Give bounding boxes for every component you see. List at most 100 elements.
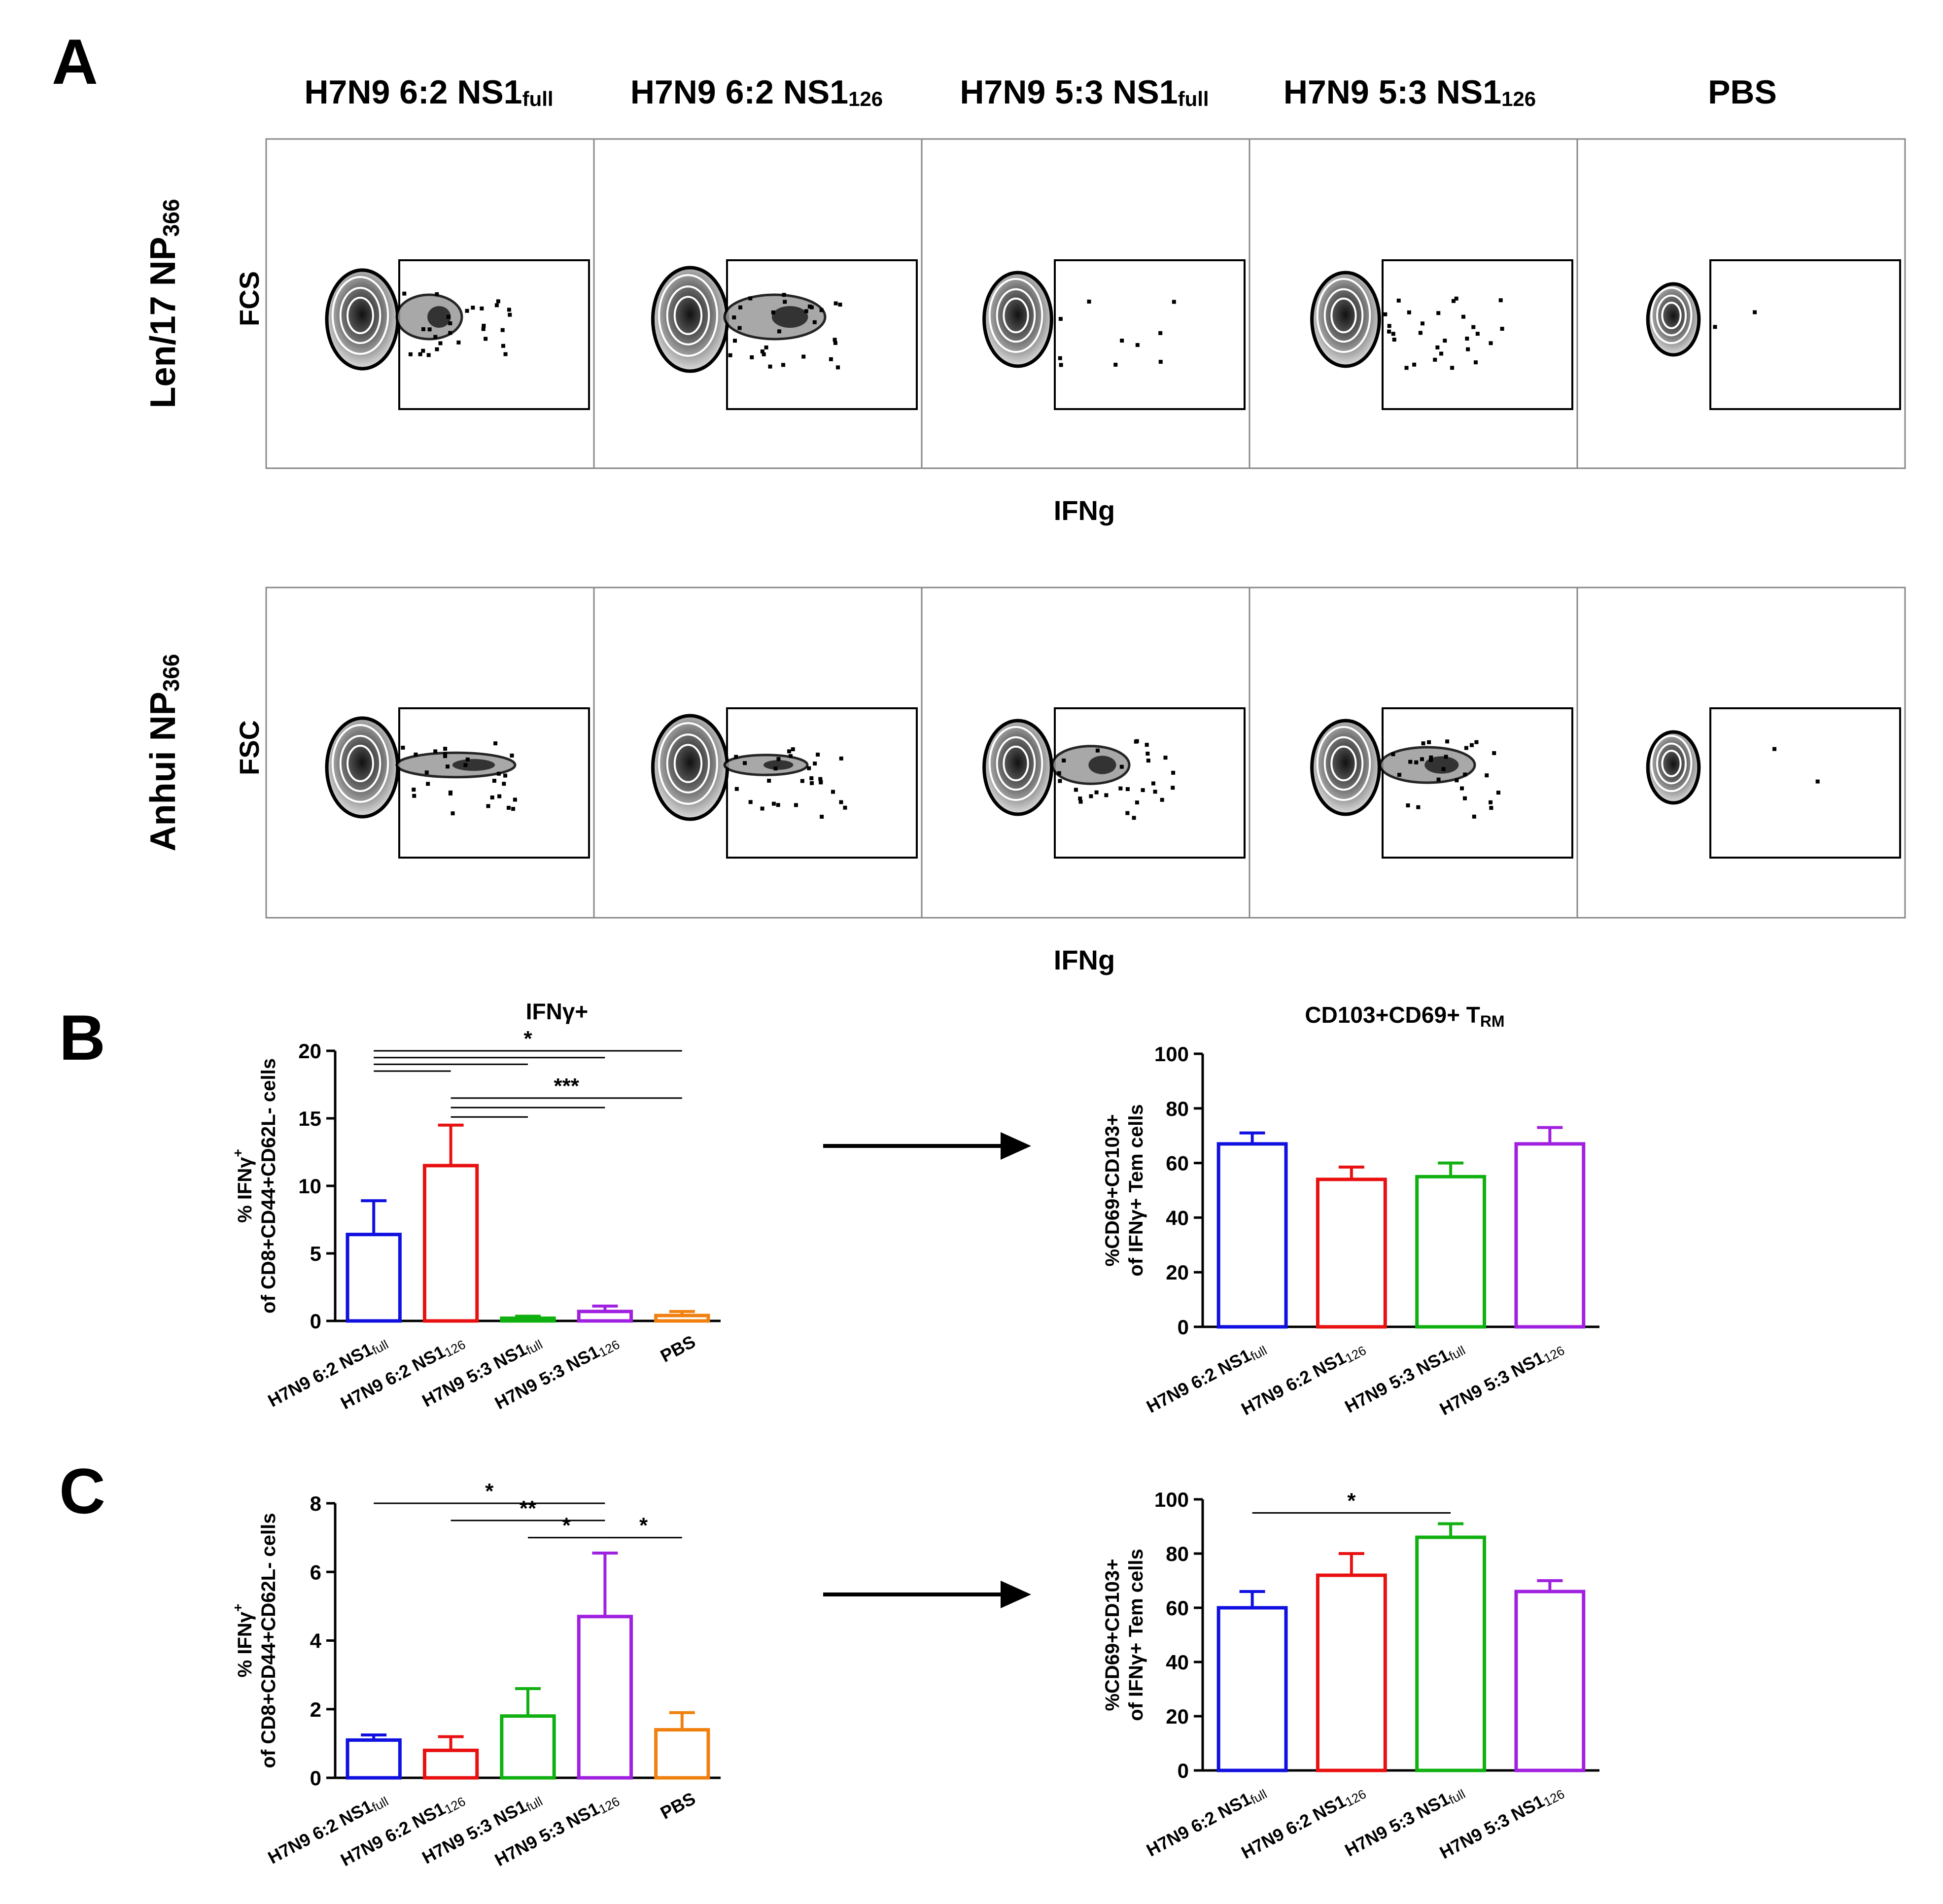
event-dot: [1078, 796, 1082, 801]
column-header: H7N9 6:2 NS1full: [304, 73, 553, 111]
event-dot: [412, 794, 416, 798]
positive-core: [1088, 756, 1116, 774]
panel-label-c: C: [59, 1455, 105, 1527]
event-dot: [1158, 360, 1163, 364]
event-dot: [1753, 310, 1757, 314]
event-dot: [482, 323, 486, 328]
event-dot: [492, 779, 496, 783]
event-dot: [1087, 299, 1091, 304]
contour-ring: [339, 735, 382, 792]
event-dot: [1451, 299, 1456, 303]
y-tick-label: 20: [298, 1039, 321, 1063]
event-dot: [1492, 751, 1496, 755]
contour-ring: [1650, 286, 1693, 345]
event-dot: [1113, 362, 1118, 367]
event-dot: [501, 344, 505, 348]
event-dot: [1151, 781, 1155, 786]
event-dot: [443, 754, 448, 758]
contour-ring: [1650, 734, 1693, 793]
event-dot: [1429, 755, 1433, 760]
positive-core: [1424, 756, 1459, 774]
event-dot: [1460, 786, 1464, 791]
event-dot: [414, 752, 418, 757]
event-dot: [1397, 773, 1401, 777]
event-dot: [1464, 746, 1468, 750]
event-dot: [496, 299, 500, 304]
event-dot: [768, 364, 772, 369]
event-dot: [782, 293, 786, 297]
event-dot: [1125, 811, 1130, 815]
y-tick-label: 20: [1166, 1261, 1189, 1284]
event-dot: [1408, 760, 1413, 764]
event-dot: [1171, 786, 1175, 790]
event-dot: [732, 315, 736, 320]
event-dot: [490, 795, 494, 799]
significance-label: ***: [554, 1074, 580, 1098]
event-dot: [448, 791, 452, 796]
event-dot: [1420, 757, 1424, 762]
plot-frame: [1576, 587, 1906, 919]
contour-ring: [1003, 297, 1029, 334]
event-dot: [511, 807, 516, 811]
event-dot: [421, 327, 425, 331]
bar: [1216, 1142, 1288, 1329]
event-dot: [771, 310, 775, 314]
event-dot: [1125, 787, 1130, 791]
contour-ring: [347, 745, 374, 782]
event-dot: [748, 296, 753, 301]
event-dot: [818, 777, 823, 781]
arrows: [823, 1132, 1031, 1608]
event-dot: [433, 335, 438, 339]
bar: [654, 1314, 710, 1323]
event-dot: [836, 365, 840, 370]
gate-box: [1382, 259, 1573, 410]
event-dot: [1406, 803, 1410, 808]
event-dot: [456, 340, 461, 345]
bar: [500, 1714, 556, 1780]
contour-ring: [1323, 288, 1364, 343]
event-dot: [777, 329, 781, 334]
event-dot: [839, 800, 843, 804]
y-tick-label: 0: [310, 1310, 321, 1333]
event-dot: [1135, 800, 1139, 805]
bar: [346, 1233, 402, 1323]
event-dot: [833, 341, 837, 345]
plot-frame: [1576, 138, 1906, 469]
event-dot: [1450, 366, 1455, 370]
event-dot: [1489, 806, 1493, 810]
gate-box: [398, 259, 590, 410]
event-dot: [1094, 790, 1099, 795]
chart-title: CD103+CD69+ TRM: [1305, 1002, 1504, 1030]
chart-title: IFNγ+: [526, 999, 589, 1024]
y-axis-label: % IFNγ+: [230, 1149, 256, 1223]
population-contour: [982, 271, 1053, 368]
event-dot: [813, 762, 817, 766]
y-axis-label: % IFNγ+: [230, 1604, 256, 1678]
event-dot: [1471, 325, 1476, 329]
event-dot: [816, 753, 820, 757]
bar: [422, 1164, 479, 1323]
event-dot: [829, 357, 833, 361]
event-dot: [734, 755, 738, 759]
event-dot: [1466, 347, 1470, 351]
contour-ring: [988, 726, 1043, 801]
contour-ring: [1661, 302, 1682, 329]
significance-label: *: [523, 1027, 532, 1051]
event-dot: [1436, 777, 1441, 782]
event-dot: [843, 805, 847, 810]
event-dot: [1171, 770, 1176, 775]
event-dot: [435, 347, 439, 351]
event-dot: [1120, 339, 1124, 343]
event-dot: [1145, 743, 1149, 747]
event-dot: [402, 291, 407, 296]
event-dot: [408, 352, 413, 356]
event-dot: [1132, 816, 1136, 820]
event-dot: [1396, 298, 1401, 303]
row-label: Anhui NP366: [143, 654, 184, 852]
event-dot: [401, 745, 405, 750]
y-tick-label: 80: [1166, 1097, 1189, 1120]
event-dot: [776, 803, 780, 807]
event-dot: [1104, 793, 1109, 797]
contour-ring: [666, 733, 710, 794]
